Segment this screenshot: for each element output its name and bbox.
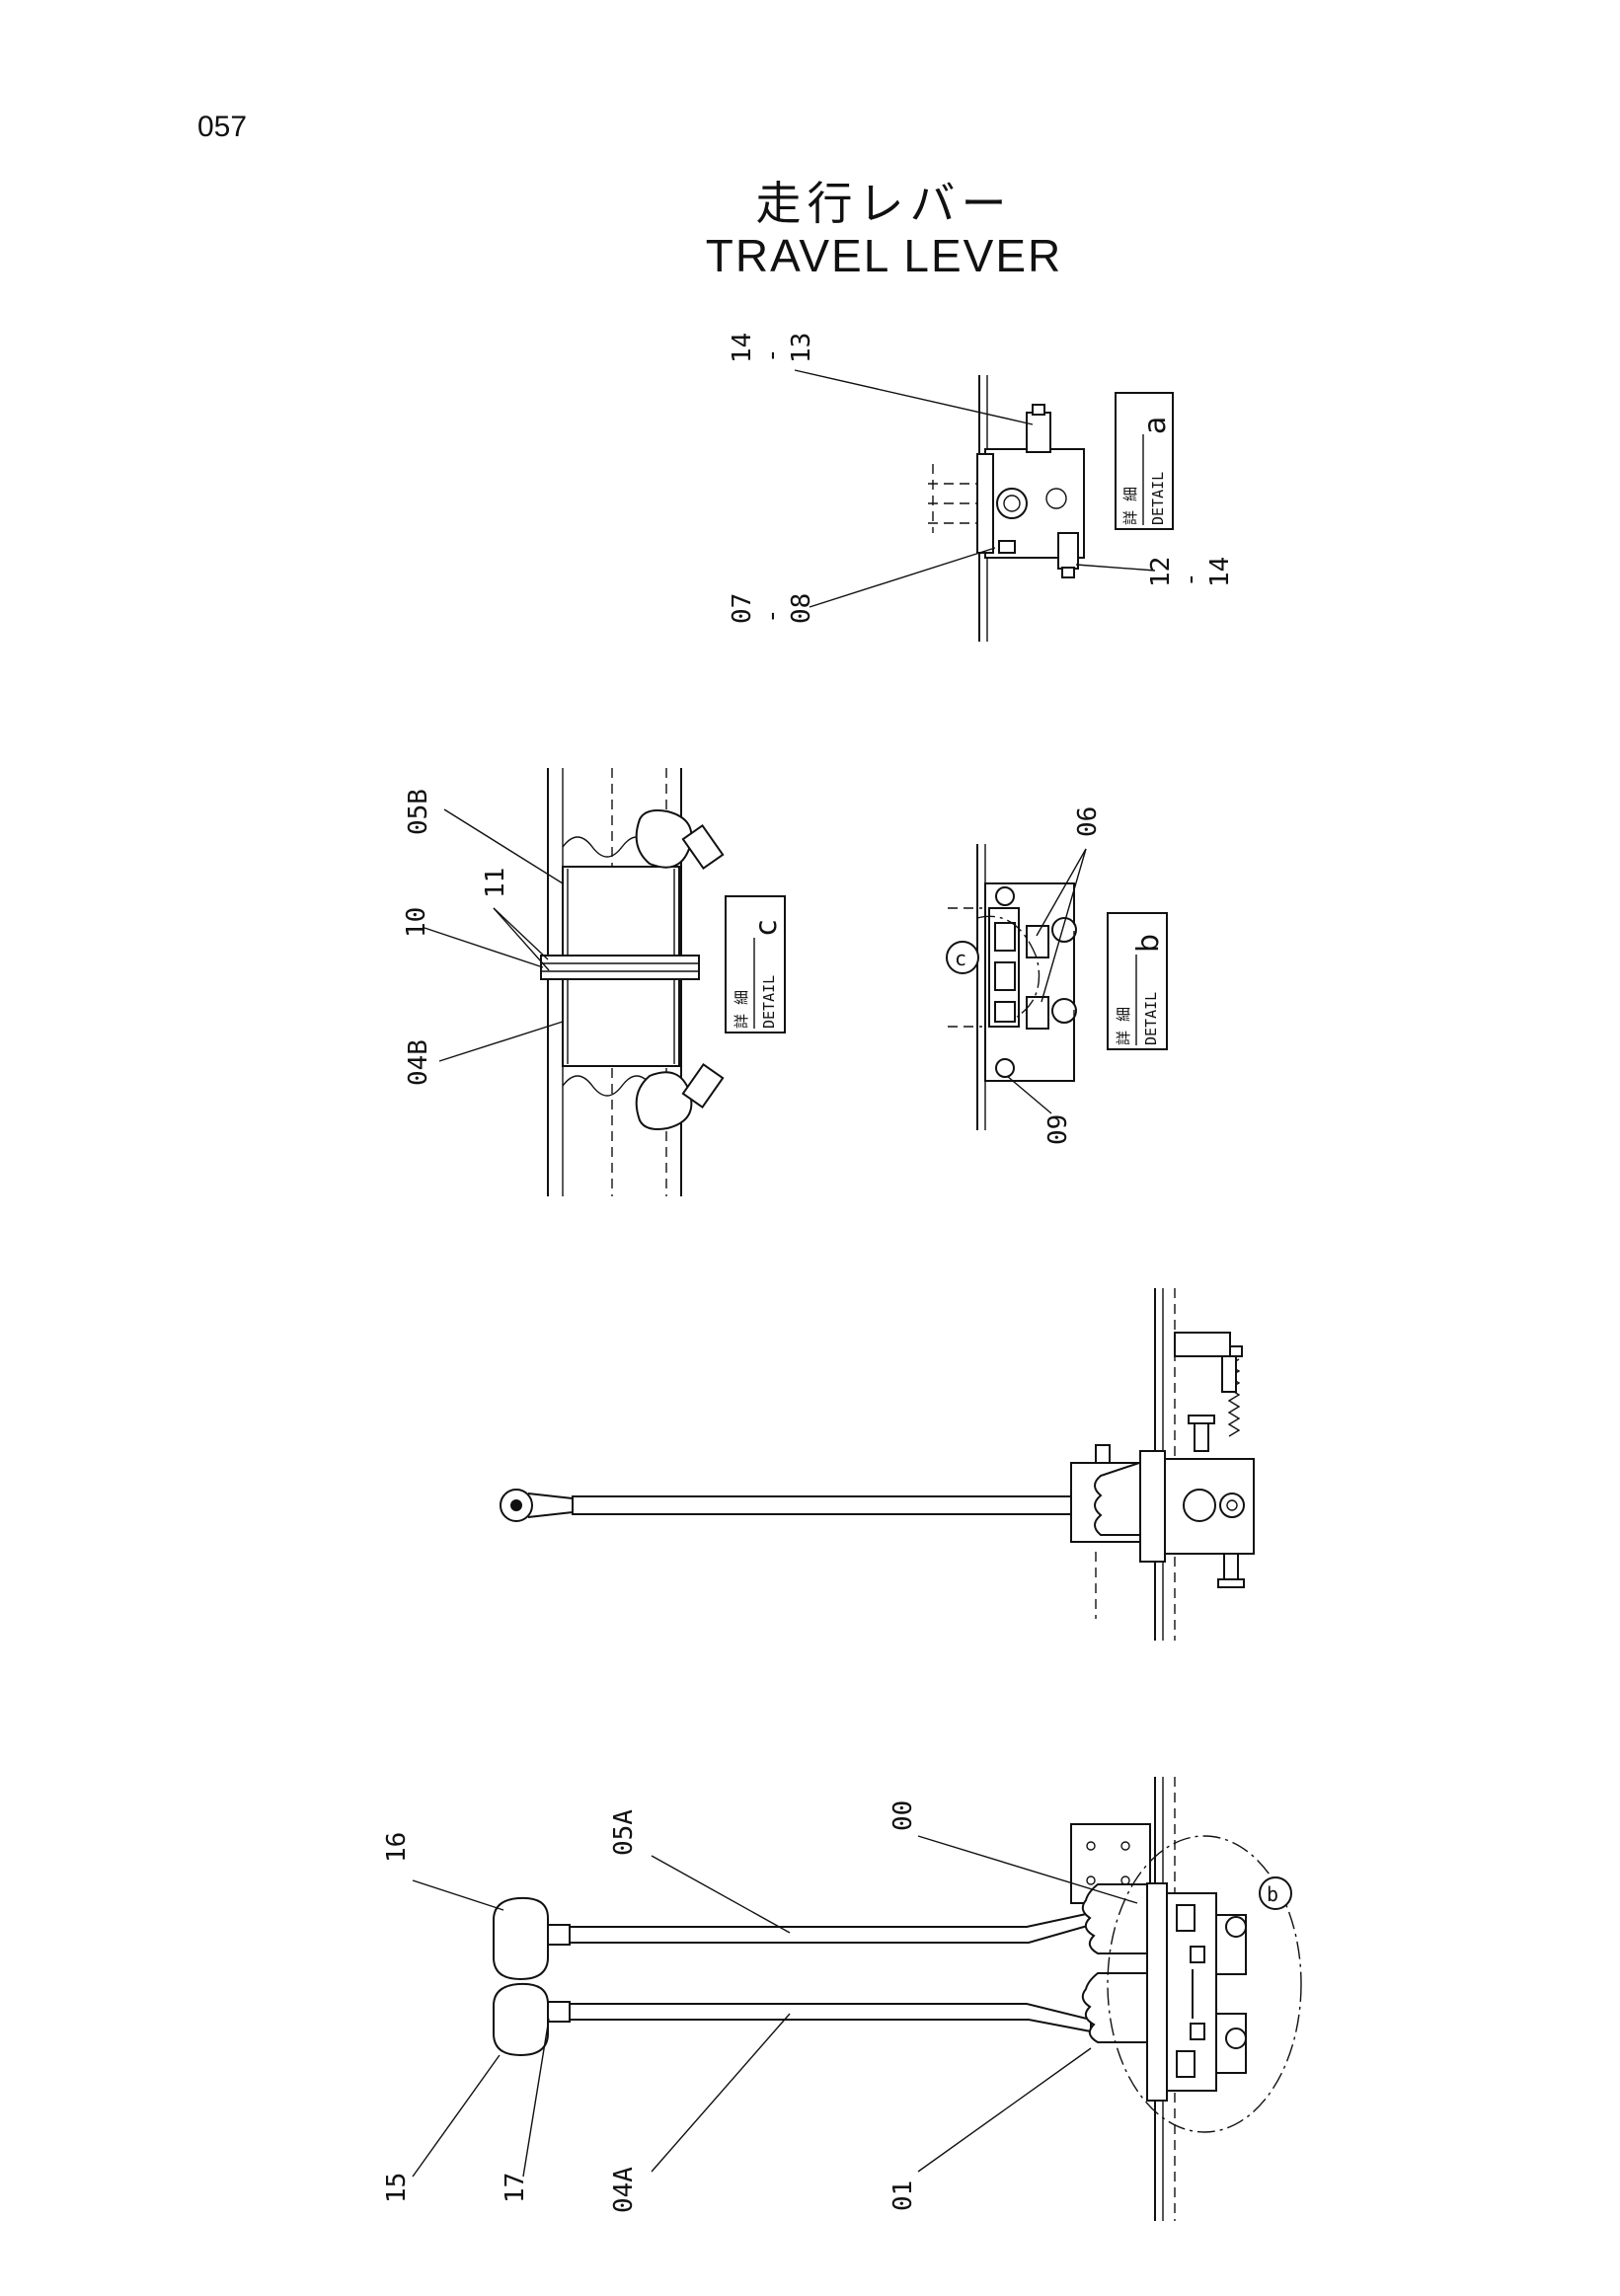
svg-text:07: 07 xyxy=(728,593,757,624)
callout-05B: 05B xyxy=(404,789,433,835)
plan-view-levers: b xyxy=(412,1777,1302,2221)
callout-15: 15 xyxy=(382,2173,412,2203)
callout-00: 00 xyxy=(888,1800,918,1831)
svg-text:14: 14 xyxy=(728,333,757,363)
detail-b-view: c xyxy=(946,844,1087,1130)
callout-12-14-dash: - xyxy=(1176,572,1205,587)
detail-c-box: 詳 細 DETAIL c xyxy=(725,895,786,1033)
detail-a-box: 詳 細 DETAIL a xyxy=(1115,392,1174,530)
svg-text:05B: 05B xyxy=(404,789,433,835)
callout-04B: 04B xyxy=(404,1039,433,1086)
detail-b-box: 詳 細 DETAIL b xyxy=(1107,912,1168,1050)
svg-text:01: 01 xyxy=(888,2181,918,2211)
svg-text:16: 16 xyxy=(382,1832,412,1863)
svg-text:-: - xyxy=(757,608,787,624)
callout-12-14: 12 xyxy=(1146,557,1176,587)
detail-a-en: DETAIL xyxy=(1149,472,1167,525)
callout-17: 17 xyxy=(501,2173,530,2203)
detail-a-view xyxy=(794,369,1156,642)
callout-14-13-bottom: 13 xyxy=(787,333,816,363)
callout-12-14-bottom: 14 xyxy=(1205,557,1235,587)
detail-a-jp: 詳 細 xyxy=(1121,487,1139,525)
callout-01: 01 xyxy=(888,2181,918,2211)
callout-16: 16 xyxy=(382,1832,412,1863)
side-view-lever xyxy=(500,1288,1255,1641)
svg-text:00: 00 xyxy=(888,1800,918,1831)
detail-c-en: DETAIL xyxy=(760,975,778,1029)
detail-c-view xyxy=(424,768,725,1196)
callout-14-13: 14 xyxy=(728,333,757,363)
callout-07-08-bottom: 08 xyxy=(787,593,816,624)
detail-c-letter: c xyxy=(749,920,784,937)
svg-text:15: 15 xyxy=(382,2173,412,2203)
title-english: TRAVEL LEVER xyxy=(705,230,1063,281)
svg-text:10: 10 xyxy=(402,907,431,938)
svg-text:12: 12 xyxy=(1146,557,1176,587)
callout-11: 11 xyxy=(481,868,510,898)
detail-b-circle-c: c xyxy=(955,947,966,970)
svg-text:-: - xyxy=(1176,572,1205,587)
callout-07-08: 07 xyxy=(728,593,757,624)
svg-text:06: 06 xyxy=(1073,806,1103,837)
detail-b-jp: 詳 細 xyxy=(1115,1007,1132,1045)
callout-09: 09 xyxy=(1043,1114,1073,1145)
svg-text:08: 08 xyxy=(787,593,816,624)
callout-06: 06 xyxy=(1073,806,1103,837)
title-japanese: 走行レバー xyxy=(755,177,1013,230)
plan-view-circle-b: b xyxy=(1267,1882,1278,1906)
callout-10: 10 xyxy=(402,907,431,938)
detail-b-letter: b xyxy=(1131,934,1166,953)
callout-07-08-dash: - xyxy=(757,608,787,624)
callout-04A: 04A xyxy=(609,2167,639,2213)
detail-b-en: DETAIL xyxy=(1142,992,1160,1045)
svg-text:-: - xyxy=(757,347,787,363)
callout-05A: 05A xyxy=(609,1809,639,1856)
svg-text:04A: 04A xyxy=(609,2167,639,2213)
detail-a-letter: a xyxy=(1138,417,1173,434)
detail-c-jp: 詳 細 xyxy=(733,990,750,1029)
page-number: 057 xyxy=(197,111,248,143)
svg-text:11: 11 xyxy=(481,868,510,898)
svg-text:05A: 05A xyxy=(609,1809,639,1856)
callout-14-13-dash: - xyxy=(757,347,787,363)
svg-text:13: 13 xyxy=(787,333,816,363)
svg-text:09: 09 xyxy=(1043,1114,1073,1145)
svg-text:04B: 04B xyxy=(404,1039,433,1086)
svg-text:14: 14 xyxy=(1205,557,1235,587)
svg-text:17: 17 xyxy=(501,2173,530,2203)
